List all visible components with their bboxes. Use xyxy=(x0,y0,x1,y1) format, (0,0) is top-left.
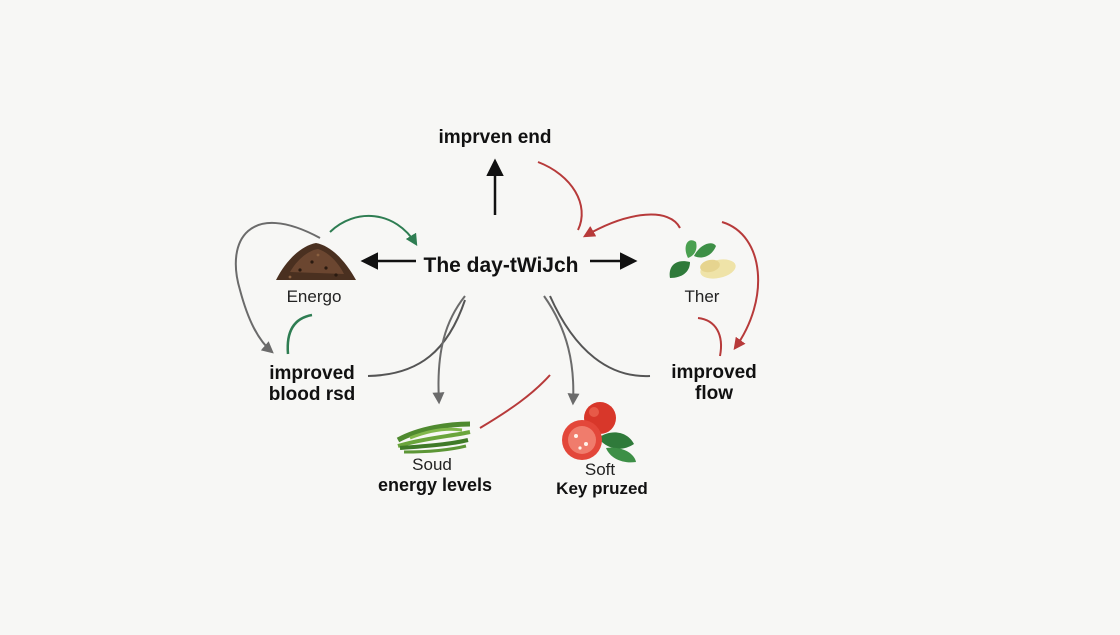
arrow-green-small-left xyxy=(286,313,313,355)
seed-pile-icon xyxy=(276,243,356,280)
arrow-gray-to-right-outcome xyxy=(549,295,651,378)
bottom-left-caption: Soud xyxy=(412,455,452,474)
arrow-red-to-center xyxy=(582,213,681,238)
arrow-red-bottom-connector xyxy=(479,374,551,429)
arrow-gray-left-loop xyxy=(234,221,321,354)
left-outcome-line1: improved xyxy=(269,363,355,384)
arrow-red-right-loop xyxy=(721,221,760,350)
right-outcome-line2: flow xyxy=(695,382,733,404)
fruit-and-leaves-icon xyxy=(562,402,636,463)
left-outcome-label: improved blood rsd xyxy=(268,363,356,406)
right-outcome-label: improved flow xyxy=(671,362,757,405)
arrow-gray-to-bottom-right xyxy=(543,295,580,406)
arrow-red-small-right xyxy=(697,317,722,357)
arrow-red-from-top xyxy=(537,161,583,231)
bottom-right-caption: Soft xyxy=(584,460,616,479)
left-outcome-line2: blood rsd xyxy=(268,383,356,405)
right-outcome-line1: improved xyxy=(671,362,757,383)
arrow-gray-to-bottom-left xyxy=(432,295,466,405)
green-herb-bundle-icon xyxy=(396,421,471,454)
left-node-label: Energo xyxy=(286,287,342,306)
bottom-right-label: Key pruzed xyxy=(556,479,648,498)
arrow-green-top-left xyxy=(329,214,418,247)
arrow-gray-to-left-outcome xyxy=(367,299,466,377)
herb-and-ginger-icon xyxy=(669,240,736,279)
right-node-label: Ther xyxy=(684,287,720,306)
center-title: The day-tWiJch xyxy=(423,254,579,277)
bottom-left-label: energy levels xyxy=(377,475,493,495)
top-label: imprven end xyxy=(438,127,552,148)
